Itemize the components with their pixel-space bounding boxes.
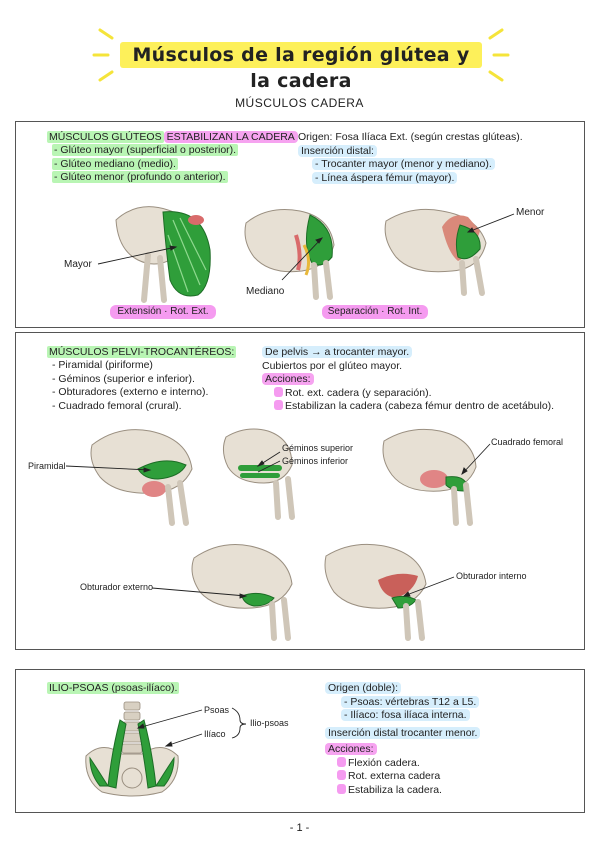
label-geminos-superior: Géminos superior — [282, 443, 354, 453]
gluteus-medius-illustration — [244, 209, 335, 300]
badge-extension-rot-ext: Extensión · Rot. Ext. — [110, 305, 216, 319]
insertion-text: Inserción distal: — [298, 144, 377, 157]
list-item: - Ilíaco: fosa ilíaca interna. — [341, 709, 470, 721]
bullet-marker — [337, 770, 346, 780]
origin-heading: Origen (doble): — [325, 682, 402, 694]
action-item: Rot. externa cadera — [348, 770, 441, 782]
section-subtitle: MÚSCULOS CADERA — [235, 96, 364, 110]
title-area: Músculos de la región glútea y la cadera — [0, 28, 599, 92]
gluteus-maximus-illustration — [115, 206, 211, 303]
covered-by-gluteus-text: Cubiertos por el glúteo mayor. — [262, 359, 403, 372]
iliopsoas-illustration — [85, 701, 179, 797]
action-item: Estabilizan la cadera (cabeza fémur dent… — [285, 400, 555, 412]
list-item: - Géminos (superior e inferior). — [52, 372, 195, 385]
actions-heading: Acciones: — [325, 743, 377, 755]
gluteal-list: - Glúteo mayor (superficial o posterior)… — [52, 144, 239, 185]
piriformis-illustration — [90, 429, 193, 526]
list-item: - Glúteo mayor (superficial o posterior)… — [52, 144, 239, 156]
badge-separacion-rot-int: Separación · Rot. Int. — [322, 305, 428, 319]
origin-text: Origen: Fosa Ilíaca Ext. (según crestas … — [298, 131, 523, 143]
label-psoas: Psoas — [204, 705, 230, 715]
bullet-marker — [274, 386, 283, 397]
iliopsoas-description: Origen (doble): - Psoas: vértebras T12 a… — [325, 682, 481, 797]
gluteal-origin-insertion: Origen: Fosa Ilíaca Ext. (según crestas … — [298, 131, 523, 185]
gluteal-heading-label: MÚSCULOS GLÚTEOS — [47, 131, 164, 143]
sun-rays-decoration — [92, 28, 510, 82]
insertion-text: Inserción distal trocanter menor. — [325, 726, 481, 739]
list-item: - Piramidal (piriforme) — [52, 359, 153, 371]
quadratus-femoris-illustration — [382, 428, 477, 526]
obturator-internus-illustration — [324, 543, 427, 641]
bullet-marker — [337, 783, 346, 794]
pelvi-trochanteric-box — [15, 332, 585, 650]
pelvis-to-trochanter-text: De pelvis → a trocanter mayor. — [262, 346, 413, 358]
iliopsoas-heading-label: ILIO-PSOAS (psoas-ilíaco). — [47, 682, 180, 694]
label-piramidal: Piramidal — [28, 461, 66, 471]
stabilize-hip-label: ESTABILIZAN LA CADERA — [163, 131, 298, 143]
page-title: Músculos de la región glútea y la cadera — [120, 42, 482, 92]
label-obturador-interno: Obturador interno — [456, 571, 527, 581]
actions-heading: Acciones: — [262, 373, 314, 385]
bullet-marker — [337, 756, 346, 767]
label-cuadrado-femoral: Cuadrado femoral — [491, 437, 564, 447]
action-item: Estabiliza la cadera. — [348, 783, 442, 796]
label-menor: Menor — [516, 207, 545, 218]
pelvi-heading: MÚSCULOS PELVI-TROCANTÉREOS: — [47, 346, 237, 360]
list-item: - Psoas: vértebras T12 a L5. — [341, 695, 480, 708]
action-item: Rot. ext. cadera (y separación). — [285, 386, 432, 399]
label-geminos-inferior: Géminos inferior — [282, 456, 349, 466]
pelvi-list: - Piramidal (piriforme) - Géminos (super… — [52, 359, 208, 413]
list-item: - Cuadrado femoral (crural). — [52, 399, 182, 412]
label-iliaco: Ilíaco — [204, 729, 226, 739]
obturator-externus-illustration — [191, 544, 293, 641]
gluteus-minimus-illustration — [384, 208, 487, 296]
gemelli-illustration — [222, 428, 295, 520]
label-obturador-externo: Obturador externo — [80, 582, 154, 592]
label-mediano: Mediano — [246, 286, 285, 297]
list-item: - Glúteo menor (profundo o anterior). — [52, 171, 228, 183]
list-item: - Glúteo mediano (medio). — [52, 157, 178, 170]
pelvi-heading-label: MÚSCULOS PELVI-TROCANTÉREOS: — [47, 346, 237, 358]
iliopsoas-heading: ILIO-PSOAS (psoas-ilíaco). — [47, 682, 180, 696]
list-item: - Obturadores (externo e interno). — [52, 386, 209, 398]
pelvi-description: De pelvis → a trocanter mayor. Cubiertos… — [262, 346, 554, 414]
page-number: - 1 - — [289, 822, 310, 834]
action-item: Flexión cadera. — [348, 756, 420, 769]
list-item: - Línea áspera fémur (mayor). — [312, 171, 458, 184]
label-ilio-psoas: Ilio-psoas — [250, 718, 289, 728]
label-mayor: Mayor — [64, 259, 92, 270]
list-item: - Trocanter mayor (menor y mediano). — [312, 158, 495, 170]
bullet-marker — [274, 400, 283, 410]
